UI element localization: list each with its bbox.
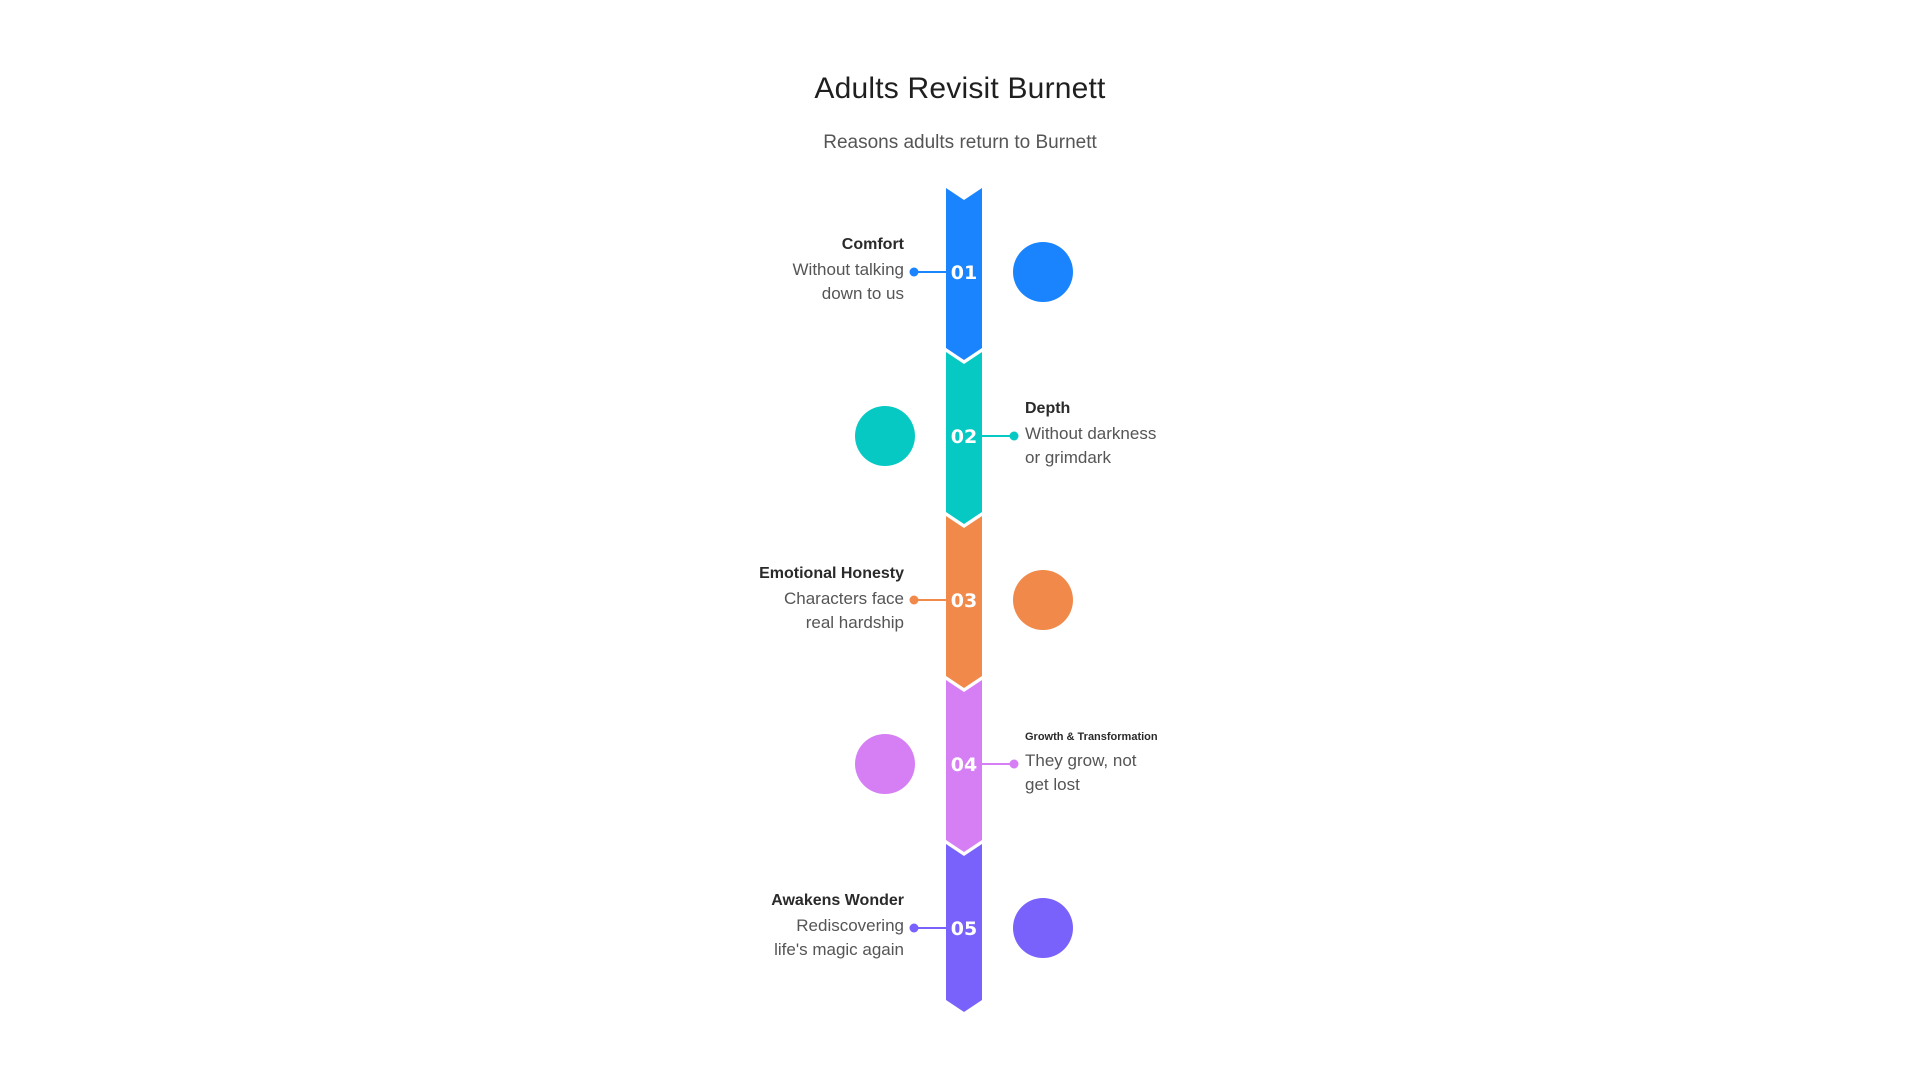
step-01-marker-circle [1013, 242, 1073, 302]
step-03: 03 [909, 516, 1073, 688]
step-05-title: Awakens Wonder [771, 892, 904, 909]
step-03-label: Emotional Honesty Characters face real h… [704, 565, 904, 635]
step-04-title: Growth & Transformation [1025, 731, 1158, 743]
page-title: Adults Revisit Burnett [814, 72, 1106, 105]
step-02-segment [946, 352, 982, 524]
step-02-label: Depth Without darkness or grimdark [1025, 400, 1225, 470]
step-03-marker-circle [1013, 570, 1073, 630]
step-01-segment [946, 188, 982, 360]
page-subtitle: Reasons adults return to Burnett [823, 132, 1097, 153]
step-04-label: Growth & Transformation They grow, not g… [1025, 731, 1225, 797]
step-05-dot [909, 923, 919, 933]
step-04: 04 [855, 680, 1019, 852]
step-01-dot [909, 267, 919, 277]
step-03-title: Emotional Honesty [759, 565, 904, 582]
step-05-marker-circle [1013, 898, 1073, 958]
step-05-number: 05 [951, 918, 977, 940]
step-05-segment [946, 844, 982, 1012]
step-02-marker-circle [855, 406, 915, 466]
step-03-segment [946, 516, 982, 688]
step-01-desc-line2: down to us [821, 284, 904, 303]
step-04-desc-line1: They grow, not [1025, 751, 1137, 770]
step-04-dot [1009, 759, 1019, 769]
step-05-desc-line1: Rediscovering [796, 916, 904, 935]
step-01-number: 01 [951, 262, 977, 284]
step-04-desc-line2: get lost [1025, 775, 1080, 794]
step-01: 01 [909, 188, 1073, 360]
step-01-title: Comfort [841, 236, 904, 253]
step-02-title: Depth [1025, 400, 1071, 417]
step-03-desc-line1: Characters face [784, 589, 904, 608]
step-03-number: 03 [951, 590, 977, 612]
step-02: 02 [855, 352, 1019, 524]
step-04-segment [946, 680, 982, 852]
step-02-desc-line1: Without darkness [1025, 424, 1157, 443]
step-02-dot [1009, 431, 1019, 441]
step-03-desc-line2: real hardship [805, 613, 904, 632]
step-04-number: 04 [951, 754, 977, 776]
step-05-desc-line2: life's magic again [774, 940, 904, 959]
step-03-dot [909, 595, 919, 605]
step-02-number: 02 [951, 426, 977, 448]
step-04-marker-circle [855, 734, 915, 794]
step-01-desc-line1: Without talking [792, 260, 905, 279]
step-01-label: Comfort Without talking down to us [704, 236, 905, 306]
step-05: 05 [909, 844, 1073, 1012]
step-02-desc-line2: or grimdark [1025, 448, 1111, 467]
step-05-label: Awakens Wonder Rediscovering life's magi… [704, 892, 904, 962]
